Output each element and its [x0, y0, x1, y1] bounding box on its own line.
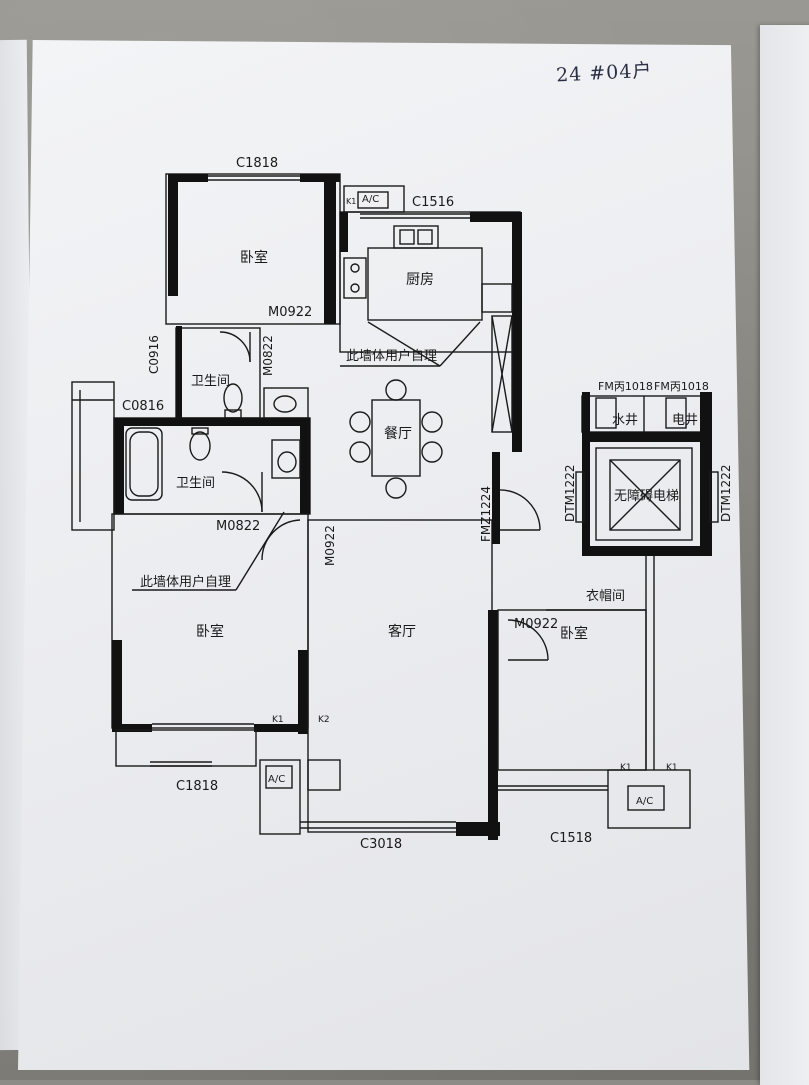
code-c1818-bottom: C1818 — [176, 779, 218, 794]
code-fmz1224: FMZ1224 — [479, 486, 493, 542]
room-bedroom-left: 卧室 — [196, 623, 224, 640]
bath-upper-outline — [175, 327, 261, 419]
kitchen-k1-label: K1 — [346, 197, 356, 206]
code-c1516: C1516 — [412, 195, 454, 210]
bedroom-k1-label-a: K1 — [620, 763, 632, 773]
code-m0922-bed: M0922 — [268, 305, 312, 320]
room-dining: 餐厅 — [384, 426, 412, 442]
room-closet: 衣帽间 — [586, 588, 625, 604]
code-dtm1222-b: DTM1222 — [719, 465, 733, 522]
bedroom-top-outline — [165, 173, 341, 325]
adjacent-paper-right — [760, 25, 809, 1085]
room-kitchen: 厨房 — [406, 272, 434, 288]
code-fm1018-b: FM丙1018 — [654, 380, 709, 393]
note-self-wall-1: 此墙体用户自理 — [346, 348, 437, 364]
elevator-outline — [595, 447, 693, 541]
code-m0822-lower: M0822 — [216, 519, 260, 534]
room-bath-lower: 卫生间 — [176, 476, 215, 491]
code-m0822-bath: M0822 — [261, 335, 275, 376]
living-k2-label: K2 — [318, 715, 330, 725]
code-m0922-right: M0922 — [514, 617, 558, 632]
code-c0916: C0916 — [147, 335, 161, 374]
bedroom-ac-label: A/C — [636, 796, 653, 807]
bedroom-k1-label-b: K1 — [666, 763, 678, 773]
bedroom-left-outline — [111, 513, 309, 729]
living-ac-label: A/C — [268, 774, 285, 785]
room-bath-upper: 卫生间 — [191, 374, 230, 389]
kitchen-ac-label: A/C — [362, 194, 379, 205]
room-bedroom-top: 卧室 — [240, 249, 268, 266]
room-elevator: 无障碍电梯 — [614, 489, 679, 504]
code-dtm1222-a: DTM1222 — [563, 465, 577, 522]
room-elec-shaft: 电井 — [672, 413, 698, 428]
room-living: 客厅 — [388, 623, 416, 640]
living-k1-label: K1 — [272, 715, 284, 725]
code-c3018: C3018 — [360, 837, 402, 852]
code-c0816: C0816 — [122, 399, 164, 414]
code-c1818-top: C1818 — [236, 156, 278, 171]
room-water-shaft: 水井 — [612, 413, 638, 428]
room-bedroom-right: 卧室 — [560, 625, 588, 642]
code-fm1018-a: FM丙1018 — [598, 380, 653, 393]
code-m0922-living: M0922 — [323, 525, 337, 566]
note-self-wall-2: 此墙体用户自理 — [140, 574, 231, 590]
code-c1518: C1518 — [550, 831, 592, 846]
